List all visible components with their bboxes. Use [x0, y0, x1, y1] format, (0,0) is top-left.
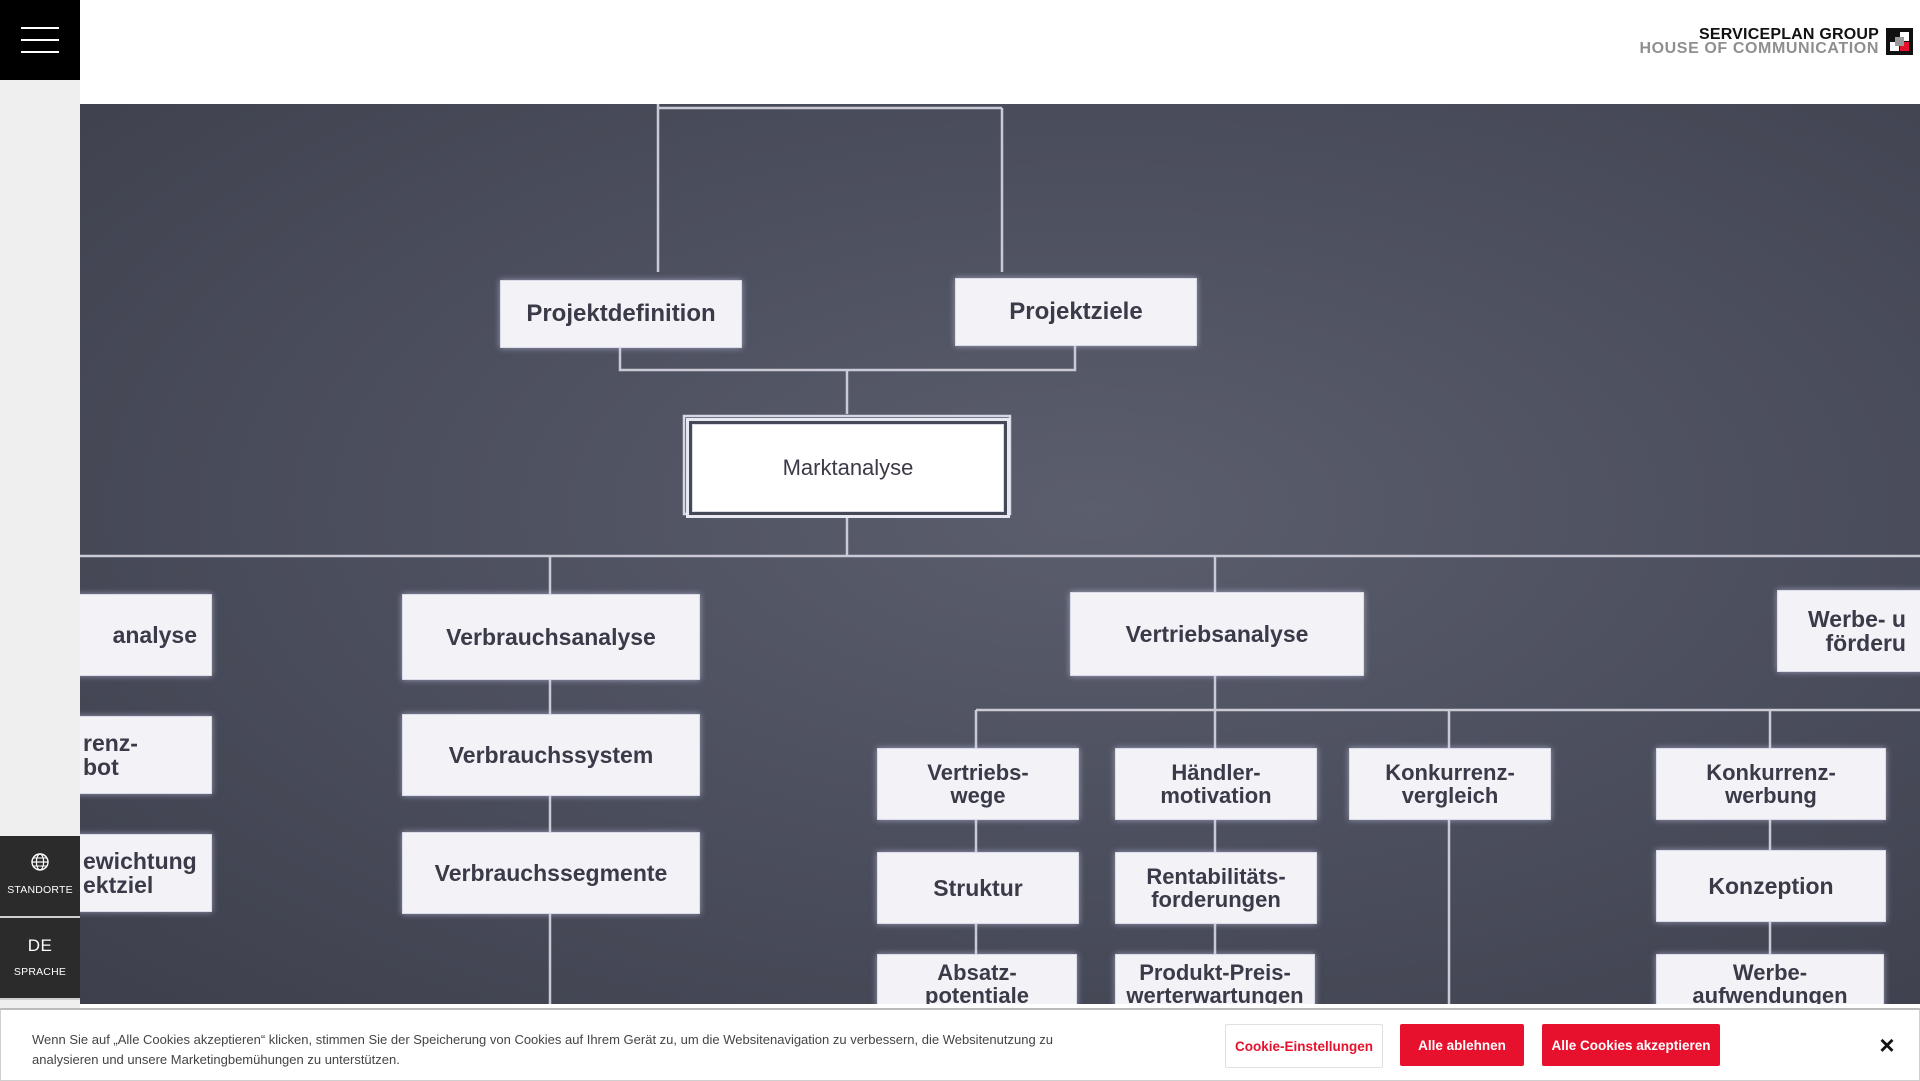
language-code: DE — [27, 936, 53, 955]
node-produkt-preis: Produkt-Preis- werterwartungen — [1115, 954, 1315, 1004]
language-button[interactable]: DE SPRACHE — [0, 918, 80, 1000]
reject-all-button[interactable]: Alle ablehnen — [1400, 1024, 1524, 1066]
node-partial-werbe: Werbe- u förderu — [1777, 590, 1920, 672]
node-struktur: Struktur — [877, 852, 1079, 924]
menu-bar-icon — [21, 51, 59, 53]
node-absatzpotentiale: Absatz- potentiale — [877, 954, 1077, 1004]
globe-icon — [31, 853, 49, 871]
logo-line-1: SERVICEPLAN GROUP — [1698, 26, 1879, 43]
serviceplan-logo[interactable]: SERVICEPLAN GROUP HOUSE OF COMMUNICATION — [1639, 26, 1913, 60]
logo-mark-icon — [1886, 28, 1913, 55]
node-projektziele: Projektziele — [955, 278, 1197, 346]
node-verbrauchssystem: Verbrauchssystem — [402, 714, 700, 796]
locations-button[interactable]: STANDORTE — [0, 836, 80, 918]
close-icon[interactable]: × — [1879, 1030, 1895, 1060]
node-partial-konkurrenz: renz- bot — [80, 716, 212, 794]
left-rail: STANDORTE DE SPRACHE — [0, 0, 80, 1080]
node-partial-gewichtung: ewichtung ektziel — [80, 834, 212, 912]
node-rentabilitaet: Rentabilitäts- forderungen — [1115, 852, 1317, 924]
node-partial-analyse: analyse — [80, 594, 212, 676]
site-header: SERVICEPLAN GROUP HOUSE OF COMMUNICATION — [80, 0, 1920, 104]
language-label: SPRACHE — [13, 966, 67, 978]
cookie-settings-button[interactable]: Cookie-Einstellungen — [1225, 1024, 1383, 1068]
node-projektdefinition: Projektdefinition — [500, 280, 742, 348]
locations-label: STANDORTE — [7, 884, 73, 896]
accept-all-cookies-button[interactable]: Alle Cookies akzeptieren — [1542, 1024, 1720, 1066]
node-vertriebsanalyse: Vertriebsanalyse — [1070, 592, 1364, 676]
node-verbrauchsanalyse: Verbrauchsanalyse — [402, 594, 700, 680]
cookie-banner: Wenn Sie auf „Alle Cookies akzeptieren“ … — [0, 1008, 1920, 1081]
node-konkurrenzwerbung: Konkurrenz- werbung — [1656, 748, 1886, 820]
node-vertriebswege: Vertriebs- wege — [877, 748, 1079, 820]
menu-bar-icon — [21, 39, 59, 41]
logo-line-2: HOUSE OF COMMUNICATION — [1639, 40, 1879, 57]
cookie-consent-text: Wenn Sie auf „Alle Cookies akzeptieren“ … — [32, 1032, 1054, 1067]
node-konkurrenzvergleich: Konkurrenz- vergleich — [1349, 748, 1551, 820]
hero-image: Projektdefinition Projektziele Marktanal… — [80, 104, 1920, 1004]
hamburger-menu-button[interactable] — [0, 0, 80, 80]
menu-bar-icon — [21, 27, 59, 29]
node-haendlermotivation: Händler- motivation — [1115, 748, 1317, 820]
node-verbrauchssegmente: Verbrauchssegmente — [402, 832, 700, 914]
node-werbeaufwendungen: Werbe- aufwendungen — [1656, 954, 1884, 1004]
node-konzeption: Konzeption — [1656, 850, 1886, 922]
node-marktanalyse: Marktanalyse — [692, 424, 1004, 512]
chart-connectors — [80, 104, 1920, 1004]
